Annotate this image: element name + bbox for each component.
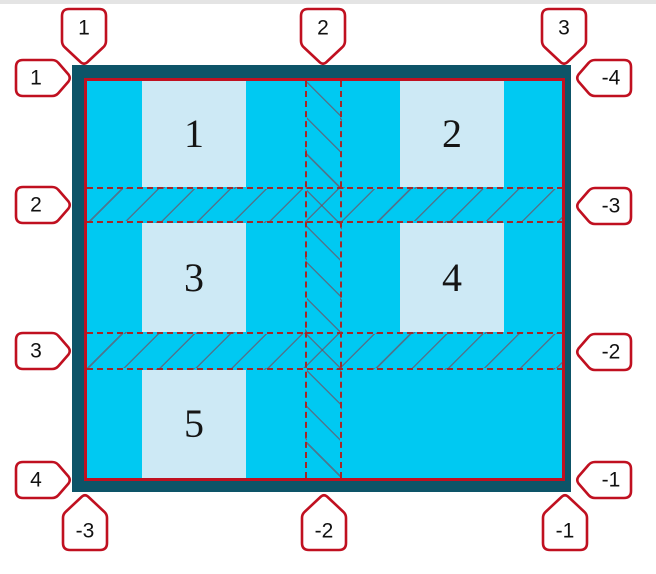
marker-label: 1: [30, 67, 42, 90]
grid-item-number: 5: [184, 401, 204, 446]
marker-label: -3: [602, 195, 621, 218]
grid-item: 2: [400, 81, 504, 187]
marker-flag-shape: [14, 331, 72, 371]
grid-line-marker-bottom: -1: [541, 493, 589, 552]
grid-item-number: 3: [184, 254, 204, 300]
grid-line-marker-right: -4: [575, 58, 633, 98]
marker-flag-shape: [575, 186, 633, 226]
grid-line-marker-top: 2: [299, 7, 347, 66]
marker-label: 3: [558, 17, 570, 40]
grid-line-marker-right: -1: [575, 460, 633, 500]
grid-item-number: 4: [442, 254, 462, 300]
grid-line-marker-top: 1: [60, 7, 108, 66]
marker-flag-shape: [540, 7, 588, 66]
grid-line-marker-right: -2: [575, 332, 633, 372]
column-gap-hatch: [305, 81, 342, 478]
marker-flag-shape: [61, 493, 109, 552]
marker-label: -3: [76, 520, 95, 543]
grid-line-marker-bottom: -2: [300, 493, 348, 552]
marker-label: -4: [602, 67, 621, 90]
marker-label: 2: [317, 17, 329, 40]
marker-flag-shape: [300, 493, 348, 552]
grid-line-marker-left: 4: [14, 460, 72, 500]
grid-item: 4: [400, 223, 504, 332]
marker-label: 3: [30, 340, 42, 363]
marker-flag-shape: [575, 58, 633, 98]
marker-flag-shape: [14, 185, 72, 225]
grid-line-marker-top: 3: [540, 7, 588, 66]
grid-line-marker-left: 1: [14, 58, 72, 98]
row-gap-hatch: [87, 187, 563, 223]
marker-flag-shape: [575, 460, 633, 500]
marker-label: -2: [315, 520, 334, 543]
grid-line-marker-bottom: -3: [61, 493, 109, 552]
marker-label: -1: [602, 469, 621, 492]
grid-item-number: 2: [442, 111, 462, 156]
marker-flag-shape: [14, 58, 72, 98]
grid-line-marker-left: 2: [14, 185, 72, 225]
marker-flag-shape: [299, 7, 347, 66]
page-edge-strip: [0, 0, 656, 4]
marker-label: -2: [602, 341, 621, 364]
grid-line-marker-left: 3: [14, 331, 72, 371]
marker-label: 4: [30, 469, 42, 492]
grid-item-number: 1: [184, 111, 204, 156]
marker-flag-shape: [575, 332, 633, 372]
grid-item: 5: [142, 370, 246, 478]
grid-item: 3: [142, 223, 246, 332]
grid-line-marker-right: -3: [575, 186, 633, 226]
marker-label: 2: [30, 194, 42, 217]
marker-flag-shape: [541, 493, 589, 552]
marker-flag-shape: [60, 7, 108, 66]
marker-flag-shape: [14, 460, 72, 500]
row-gap-hatch: [87, 332, 563, 370]
marker-label: -1: [556, 520, 575, 543]
marker-label: 1: [78, 17, 90, 40]
grid-item: 1: [142, 81, 246, 187]
